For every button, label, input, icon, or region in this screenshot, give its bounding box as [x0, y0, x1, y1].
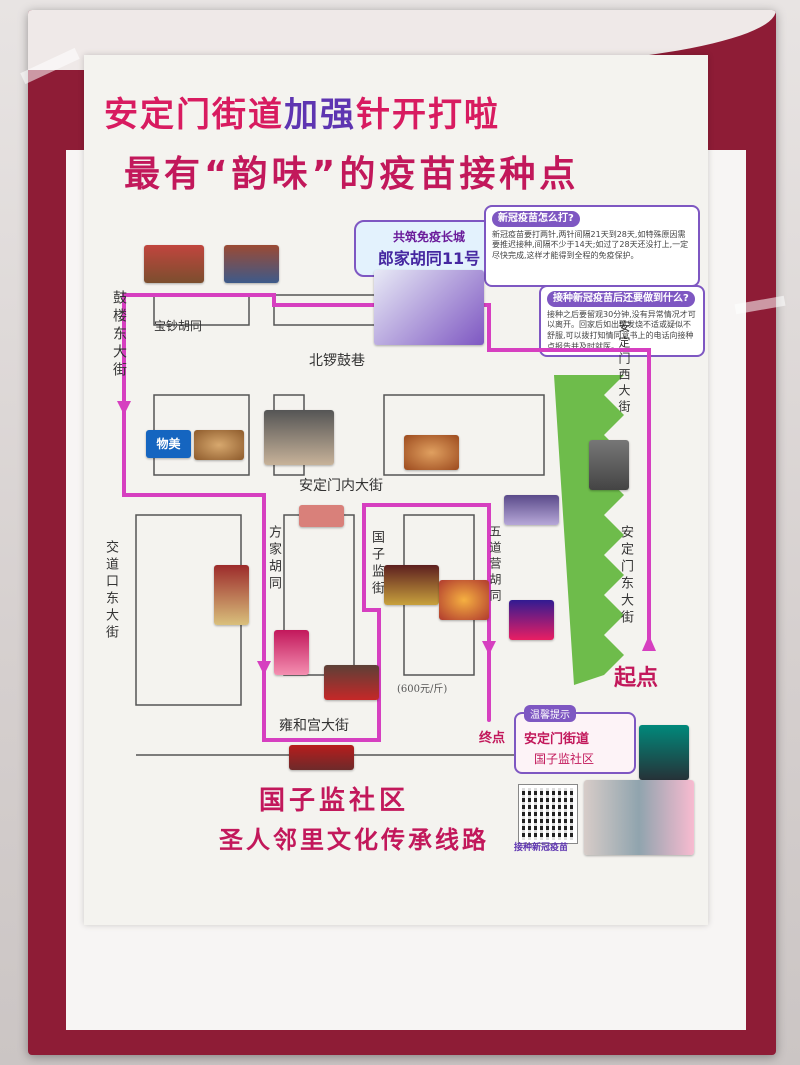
neon-photo [509, 600, 554, 640]
bottom-title1: 国子监社区 [258, 786, 409, 816]
info-card1-title: 新冠疫苗怎么打? [492, 211, 580, 227]
title-part3: 针开打啦 [356, 95, 500, 135]
yonghegong-photo [289, 745, 354, 770]
street-jiaodaokou-dong: 交道口东大街 [103, 540, 118, 642]
shop-photo [274, 630, 309, 675]
info-card-after-vaccination: 接种新冠疫苗后还要做到什么? 接种之后要留观30分钟,没有异常情况才可以离开。回… [539, 285, 705, 357]
food-photo [439, 580, 489, 620]
street-gulou-dong: 鼓楼东大街 [111, 290, 127, 380]
shop-photo [324, 665, 379, 700]
statue-photo [589, 440, 629, 490]
info-card2-text: 接种之后要留观30分钟,没有异常情况才可以离开。回家后如出现发烧不适或疑似不舒服… [547, 309, 696, 351]
tip-box: 温馨提示 安定门街道 国子监社区 [514, 705, 636, 774]
info-card-how-to-vaccinate: 新冠疫苗怎么打? 新冠疫苗要打两针,两针间隔21天到28天,如特殊原因需要推迟接… [484, 205, 700, 287]
food-photo [194, 430, 244, 460]
street-wudaoying: 五道营胡同 [488, 525, 502, 605]
people-illustration [584, 780, 694, 855]
doctor-illustration [374, 270, 484, 345]
route-path [122, 293, 651, 742]
food-photo [299, 505, 344, 527]
street-yonghegong: 雍和宫大街 [279, 718, 349, 734]
title-part2: 加强 [284, 95, 356, 135]
qr-caption: 接种新冠疫苗 [514, 843, 569, 853]
certificate-photo [639, 725, 689, 780]
bottom-title2: 圣人邻里文化传承线路 [219, 826, 489, 854]
vaccination-site-bubble: 共筑免疫长城 郎家胡同11号 [354, 220, 504, 277]
green-edge [554, 375, 624, 685]
guozijian-photo [384, 565, 439, 605]
tip-header: 温馨提示 [524, 705, 576, 722]
gulou-photo [144, 245, 204, 283]
site-address: 郎家胡同11号 [377, 249, 481, 268]
shop-photo [264, 410, 334, 465]
wumart-logo: 物美 [146, 430, 191, 458]
title-part1: 安定门街道 [104, 95, 284, 135]
info-card2-title: 接种新冠疫苗后还要做到什么? [547, 291, 695, 307]
food-price-label: (600元/斤) [397, 684, 448, 695]
street-guozijian: 国子监街 [369, 530, 384, 598]
street-anding-nei: 安定门内大街 [299, 478, 383, 494]
poster-title-line1: 安定门街道加强针开打啦 [104, 87, 704, 136]
end-point-label: 终点 [479, 731, 506, 746]
drum-tower-photo [224, 245, 279, 283]
poster: 安定门街道加强针开打啦 最有“韵味”的疫苗接种点 共筑免疫长城 郎家胡同11号 … [84, 55, 708, 925]
street-baochao: 宝钞胡同 [154, 319, 203, 333]
street-andingmen-dong: 安定门东大街 [618, 525, 633, 627]
block [383, 394, 545, 476]
tip-line1: 安定门街道 [524, 732, 590, 747]
poster-title-line2: 最有“韵味”的疫苗接种点 [124, 154, 580, 195]
info-card1-text: 新冠疫苗要打两针,两针间隔21天到28天,如特殊原因需要推迟接种,间隔不少于14… [492, 229, 689, 261]
shop-photo [214, 565, 249, 625]
dish-photo [404, 435, 459, 470]
tip-line2: 国子监社区 [534, 752, 595, 766]
street-beiluogu: 北锣鼓巷 [309, 353, 365, 369]
street-fangjia: 方家胡同 [266, 525, 281, 593]
shop-photo [504, 495, 559, 525]
site-slogan: 共筑免疫长城 [392, 230, 465, 244]
qr-code [518, 784, 578, 844]
street-andingmen-xi: 安定门西大街 [617, 320, 631, 416]
start-point-label: 起点 [614, 666, 659, 691]
